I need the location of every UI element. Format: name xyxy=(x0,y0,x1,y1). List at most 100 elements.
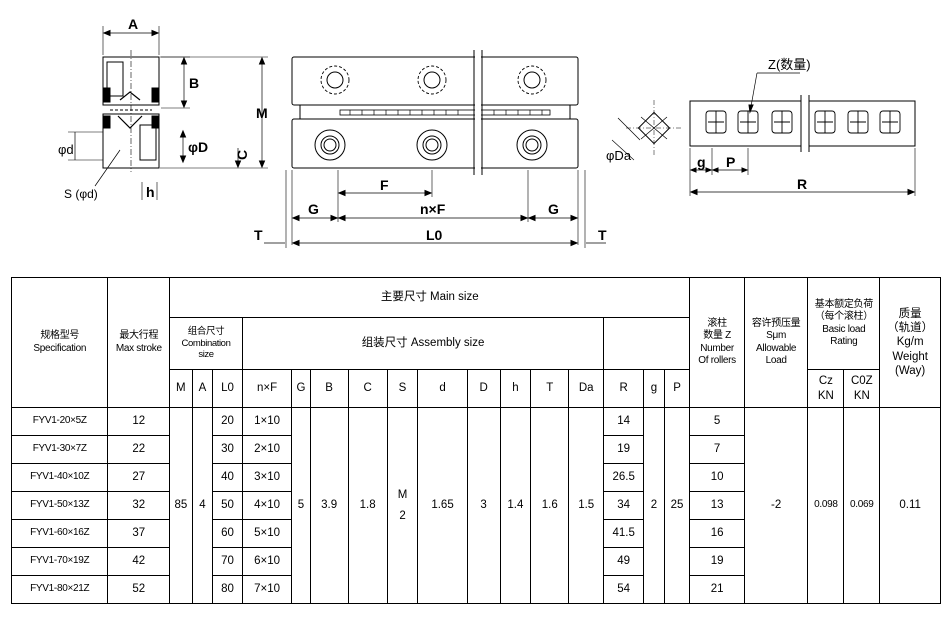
assembly-size-header: 组装尺寸 Assembly size xyxy=(241,317,605,370)
label-P: P xyxy=(726,154,735,170)
cell-L0: 40 xyxy=(212,463,243,492)
cell-R: 14 xyxy=(603,407,645,436)
label-M: M xyxy=(256,105,268,121)
col-h: h xyxy=(499,369,532,408)
col-P: P xyxy=(663,369,691,408)
technical-drawings: A B M φd φD C S (φd) h F G n×F G T L0 T … xyxy=(58,16,916,248)
cell-stroke: 37 xyxy=(107,519,171,548)
cell-R: 34 xyxy=(603,491,645,520)
cell-Da: 1.5 xyxy=(568,407,605,604)
cell-R: 41.5 xyxy=(603,519,645,548)
label-L0: L0 xyxy=(426,227,443,243)
col-D: D xyxy=(466,369,501,408)
cell-nF: 4×10 xyxy=(241,491,293,520)
cell-L0: 60 xyxy=(212,519,243,548)
label-phi-d: φd xyxy=(58,142,74,157)
cell-L0: 50 xyxy=(212,491,243,520)
label-R: R xyxy=(797,176,807,192)
cross-section-view xyxy=(68,26,268,200)
cell-A: 4 xyxy=(191,407,214,604)
cell-Z: 7 xyxy=(689,435,745,464)
cell-C0z: 0.069 xyxy=(843,407,881,604)
cell-nF: 1×10 xyxy=(241,407,293,436)
cell-L0: 70 xyxy=(212,547,243,576)
label-B: B xyxy=(189,75,199,91)
cell-G: 5 xyxy=(291,407,311,604)
col-d: d xyxy=(417,369,468,408)
cell-L0: 20 xyxy=(212,407,243,436)
label-G-right: G xyxy=(548,201,559,217)
empty-size-header xyxy=(603,317,691,370)
col-M: M xyxy=(169,369,193,408)
label-A: A xyxy=(128,16,138,32)
cell-spec: FYV1-40×10Z xyxy=(10,463,109,492)
label-h: h xyxy=(146,184,155,200)
cell-spec: FYV1-30×7Z xyxy=(10,435,109,464)
cell-preload: -2 xyxy=(743,407,809,604)
cell-Z: 16 xyxy=(689,519,745,548)
cell-Z: 5 xyxy=(689,407,745,436)
cell-Z: 10 xyxy=(689,463,745,492)
label-C: C xyxy=(234,150,250,160)
cell-Z: 21 xyxy=(689,575,745,604)
col-L0: L0 xyxy=(212,369,243,408)
label-nF: n×F xyxy=(420,201,446,217)
cell-stroke: 42 xyxy=(107,547,171,576)
cell-R: 49 xyxy=(603,547,645,576)
label-F: F xyxy=(380,177,389,193)
cell-M: 85 xyxy=(169,407,193,604)
cell-R: 26.5 xyxy=(603,463,645,492)
cell-nF: 5×10 xyxy=(241,519,293,548)
cell-stroke: 52 xyxy=(107,575,171,604)
cell-L0: 30 xyxy=(212,435,243,464)
col-nF: n×F xyxy=(241,369,293,408)
table-row: FYV1-60×16Z 37 60 5×10 41.5 16 xyxy=(10,519,941,548)
label-phi-D: φD xyxy=(188,139,208,155)
roller-detail xyxy=(611,100,682,161)
cell-stroke: 12 xyxy=(107,407,171,436)
col-G: G xyxy=(291,369,311,408)
col-T: T xyxy=(530,369,570,408)
col-C: C xyxy=(347,369,388,408)
cell-T: 1.6 xyxy=(530,407,570,604)
table-row: FYV1-40×10Z 27 40 3×10 26.5 10 xyxy=(10,463,941,492)
cell-spec: FYV1-80×21Z xyxy=(10,575,109,604)
cage-view xyxy=(689,72,916,196)
cell-nF: 3×10 xyxy=(241,463,293,492)
cell-L0: 80 xyxy=(212,575,243,604)
cell-C: 1.8 xyxy=(347,407,388,604)
cell-B: 3.9 xyxy=(309,407,349,604)
cell-R: 19 xyxy=(603,435,645,464)
label-G-left: G xyxy=(308,201,319,217)
label-T-right: T xyxy=(598,227,607,243)
load-rating-header: 基本额定负荷（每个滚柱）Basic load Rating xyxy=(807,277,881,370)
label-S: S (φd) xyxy=(64,187,98,201)
front-view xyxy=(264,50,606,248)
upper-rail xyxy=(291,56,579,106)
cell-h: 1.4 xyxy=(499,407,532,604)
cell-spec: FYV1-60×16Z xyxy=(10,519,109,548)
cell-nF: 2×10 xyxy=(241,435,293,464)
cell-Cz: 0.098 xyxy=(807,407,845,604)
col-g: g xyxy=(643,369,665,408)
col-B: B xyxy=(309,369,349,408)
cell-nF: 6×10 xyxy=(241,547,293,576)
col-A: A xyxy=(191,369,214,408)
cell-spec: FYV1-50×13Z xyxy=(10,491,109,520)
col-R: R xyxy=(603,369,645,408)
cell-stroke: 22 xyxy=(107,435,171,464)
cell-P: 25 xyxy=(663,407,691,604)
main-size-header: 主要尺寸 Main size xyxy=(169,277,691,318)
cell-weight: 0.11 xyxy=(879,407,941,604)
label-phi-Da: φDa xyxy=(606,148,632,163)
cell-d: 1.65 xyxy=(417,407,468,604)
